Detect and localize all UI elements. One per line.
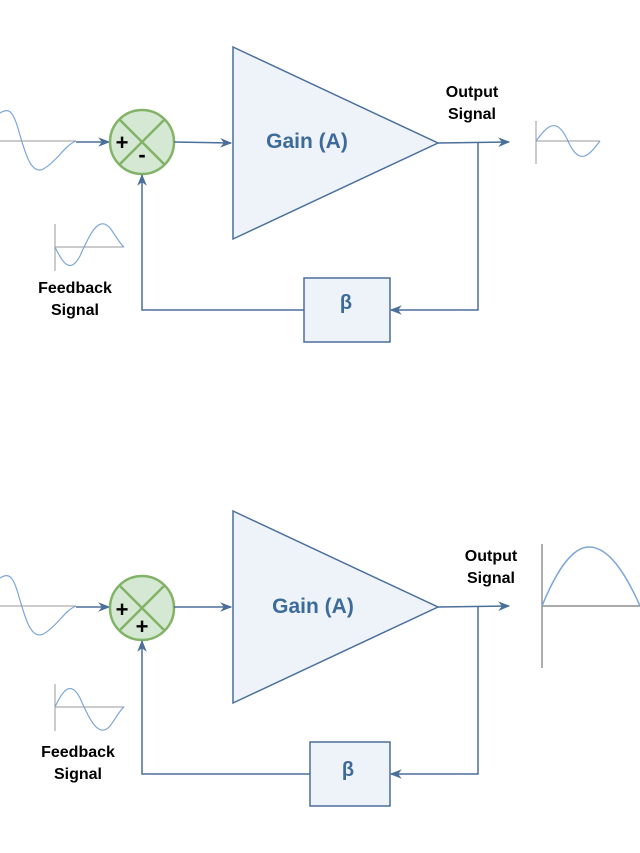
beta-label: β	[340, 292, 352, 314]
output-arrow	[437, 601, 511, 611]
beta-label: β	[342, 759, 354, 781]
feedback-signal-wave	[54, 687, 125, 731]
feedback-label-line2: Signal	[51, 302, 99, 319]
negative-feedback-diagram: + - Gain (A) Output Signal β Feedback Si…	[0, 45, 601, 343]
output-signal-wave	[535, 125, 601, 157]
gain-block	[232, 509, 440, 705]
feedback-path-right	[389, 607, 479, 779]
input-signal-wave	[0, 110, 77, 171]
output-label-line2: Signal	[448, 106, 496, 123]
summer-bottom-sign: +	[136, 614, 149, 639]
feedback-signal-wave	[54, 223, 125, 267]
feedback-label-line1: Feedback	[38, 280, 112, 297]
input-signal-wave	[0, 575, 77, 636]
gain-label: Gain (A)	[272, 595, 354, 618]
feedback-label-line1: Feedback	[41, 744, 115, 761]
summer-bottom-sign: -	[138, 142, 145, 167]
summer-top-sign: +	[116, 130, 129, 155]
summing-junction: + +	[108, 574, 176, 642]
feedback-path-left	[137, 173, 304, 311]
output-arrow	[437, 137, 511, 147]
output-label-line2: Signal	[467, 570, 515, 587]
beta-block	[309, 741, 391, 807]
feedback-path-left	[137, 639, 310, 775]
feedback-path-right	[389, 143, 479, 315]
positive-feedback-diagram: + + Gain (A) Output Signal β Feedback Si…	[0, 509, 640, 807]
output-signal-wave	[541, 546, 640, 607]
summer-to-gain-arrow	[173, 138, 233, 148]
gain-label: Gain (A)	[266, 130, 348, 153]
summer-top-sign: +	[116, 597, 129, 622]
feedback-label-line2: Signal	[54, 766, 102, 783]
gain-block	[232, 45, 440, 241]
beta-block	[303, 277, 391, 343]
output-label-line1: Output	[465, 548, 518, 565]
summing-junction: + -	[108, 108, 176, 176]
output-label-line1: Output	[446, 84, 499, 101]
